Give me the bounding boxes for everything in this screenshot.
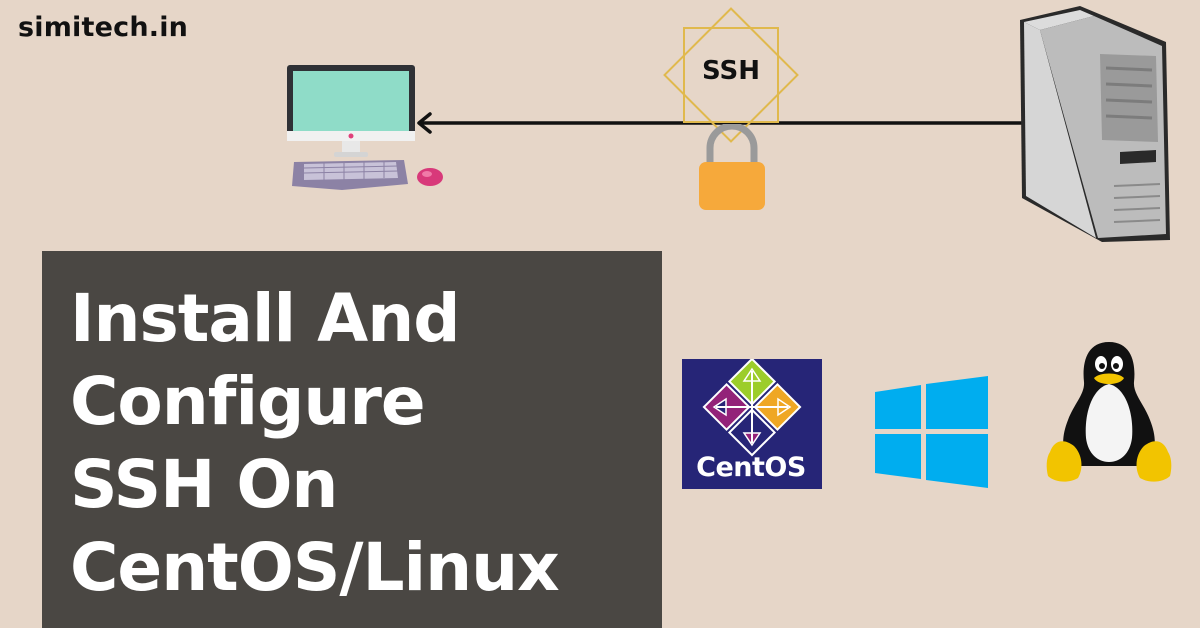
server-tower-icon bbox=[1020, 6, 1170, 242]
padlock-icon bbox=[699, 124, 765, 210]
title-line-1: Install And bbox=[70, 280, 460, 357]
title-line-4: CentOS/Linux bbox=[70, 529, 560, 606]
site-brand[interactable]: simitech.in bbox=[18, 12, 189, 43]
centos-logo-label: CentOS bbox=[696, 452, 806, 483]
title-line-3: SSH On bbox=[70, 446, 338, 523]
linux-tux-icon bbox=[1046, 342, 1172, 482]
desktop-computer-icon bbox=[287, 65, 443, 190]
ssh-badge-label: SSH bbox=[701, 56, 761, 86]
title-panel bbox=[42, 251, 662, 628]
centos-logo-icon bbox=[682, 359, 822, 489]
title-line-2: Configure bbox=[70, 363, 426, 440]
windows-logo-icon bbox=[875, 376, 988, 488]
ssh-diamond-frame bbox=[663, 7, 799, 143]
